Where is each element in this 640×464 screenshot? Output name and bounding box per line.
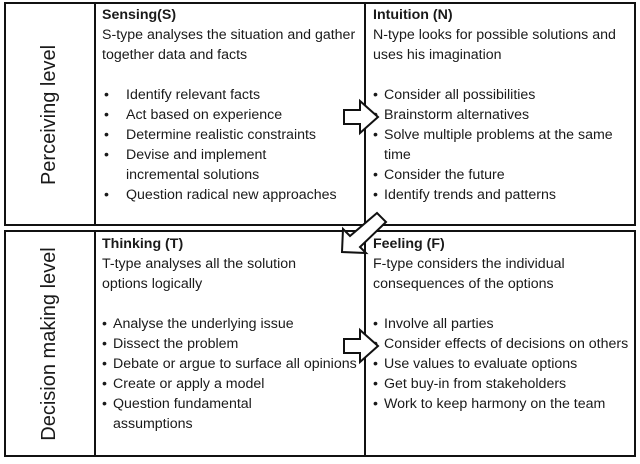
- list-item: Debate or argue to surface all opinions: [102, 354, 360, 374]
- list-item: Consider all possibilities: [373, 85, 631, 105]
- sensing-cell: Sensing(S) S-type analyses the situation…: [102, 5, 362, 205]
- list-item: Involve all parties: [373, 314, 631, 334]
- list-item: Act based on experience: [102, 105, 362, 125]
- sensing-list: Identify relevant facts Act based on exp…: [102, 85, 362, 205]
- feeling-cell: Feeling (F) F-type considers the individ…: [373, 234, 631, 414]
- intuition-cell: Intuition (N) N-type looks for possible …: [373, 5, 631, 205]
- right-arrow-icon: [343, 98, 380, 136]
- thinking-description: T-type analyses all the solution options…: [102, 256, 297, 292]
- intuition-list: Consider all possibilities Brainstorm al…: [373, 85, 631, 205]
- intuition-description: N-type looks for possible solutions and …: [373, 27, 616, 63]
- intuition-title: Intuition (N): [373, 7, 453, 23]
- list-item: Dissect the problem: [102, 334, 360, 354]
- feeling-description: F-type considers the individual conseque…: [373, 256, 565, 292]
- feeling-title: Feeling (F): [373, 236, 445, 252]
- right-arrow-icon: [343, 327, 380, 365]
- thinking-list: Analyse the underlying issue Dissect the…: [102, 314, 360, 434]
- perceiving-level-band: [4, 2, 96, 226]
- down-left-arrow-icon: [340, 211, 388, 255]
- list-item: Identify trends and patterns: [373, 185, 631, 205]
- list-item: Use values to evaluate options: [373, 354, 631, 374]
- sensing-title: Sensing(S): [102, 7, 177, 23]
- list-item: Solve multiple problems at the same time: [373, 125, 631, 165]
- list-item: Consider the future: [373, 165, 631, 185]
- sensing-description: S-type analyses the situation and gather…: [102, 27, 356, 63]
- thinking-cell: Thinking (T) T-type analyses all the sol…: [102, 234, 360, 434]
- feeling-list: Involve all parties Consider effects of …: [373, 314, 631, 414]
- list-item: Work to keep harmony on the team: [373, 394, 631, 414]
- list-item: Question radical new approaches: [102, 185, 362, 205]
- list-item: Create or apply a model: [102, 374, 360, 394]
- list-item: Question fundamental assumptions: [102, 394, 360, 434]
- thinking-title: Thinking (T): [102, 236, 184, 252]
- list-item: Get buy-in from stakeholders: [373, 374, 631, 394]
- list-item: Analyse the underlying issue: [102, 314, 360, 334]
- list-item: Determine realistic constraints: [102, 125, 362, 145]
- list-item: Identify relevant facts: [102, 85, 362, 105]
- list-item: Devise and implement incremental solutio…: [102, 145, 362, 185]
